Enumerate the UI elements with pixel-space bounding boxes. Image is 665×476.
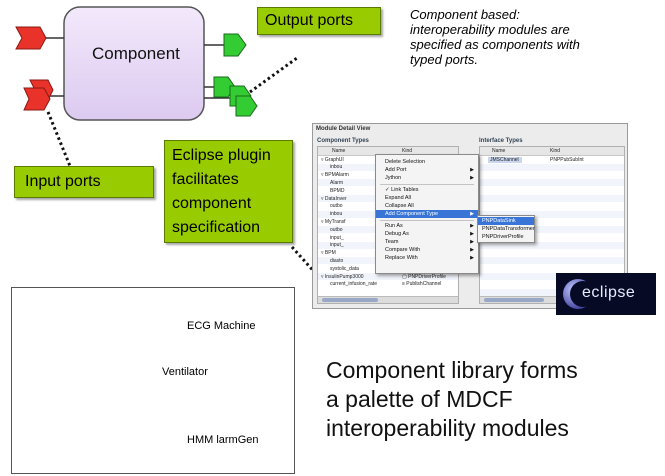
context-menu-item-label: Add Port xyxy=(385,167,407,173)
interface-types-header: Interface Types xyxy=(479,138,523,144)
summary-line: Component library forms xyxy=(326,357,578,383)
input-ports-label: Input ports xyxy=(25,173,101,190)
library-item-label: HMM larmGen xyxy=(187,434,259,446)
table-row-name[interactable]: ▿ GraphUI xyxy=(321,156,344,163)
library-item-label: ECG Machine xyxy=(187,320,256,332)
table-row-name[interactable]: diasto xyxy=(330,257,344,264)
input-port-icon xyxy=(15,26,47,50)
table-row-name[interactable]: outbo xyxy=(330,226,343,233)
context-menu-item-label: Jython xyxy=(385,175,402,181)
interface-row-name[interactable]: JMSChannel xyxy=(490,157,519,163)
output-ports-callout: Output ports xyxy=(257,7,381,35)
table-row-name[interactable]: systolic_data xyxy=(330,265,359,272)
module-detail-view: Module Detail View Component Types Inter… xyxy=(312,123,628,309)
output-port-icon xyxy=(235,95,258,117)
callout-line: facilitates xyxy=(172,171,239,188)
context-menu-item-label: Debug As xyxy=(385,231,409,237)
eclipse-plugin-callout: Eclipse plugin facilitates component spe… xyxy=(164,140,293,243)
eclipse-logo-icon xyxy=(563,279,596,309)
component-label: Component xyxy=(92,44,180,63)
table-row-name[interactable]: BPMD xyxy=(330,187,345,194)
submenu-arrow-icon: ▶ xyxy=(470,175,474,181)
context-menu-item-label: Delete Selection xyxy=(385,159,426,165)
output-port-icon xyxy=(223,33,247,57)
context-menu-item[interactable]: Team ▶ xyxy=(376,238,478,246)
context-menu-item[interactable]: Collapse All xyxy=(376,202,478,210)
column-header-kind[interactable]: Kind xyxy=(402,148,413,154)
column-header-name[interactable]: Name xyxy=(332,148,346,154)
view-title: Module Detail View xyxy=(316,126,371,132)
submenu-arrow-icon: ▶ xyxy=(470,223,474,229)
submenu-arrow-icon: ▶ xyxy=(470,239,474,245)
interface-row-kind[interactable]: PNPPubSubInt xyxy=(550,157,584,163)
note-line: Component based: xyxy=(410,7,520,22)
summary-line: interoperability modules xyxy=(326,415,569,441)
context-menu-item[interactable]: Replace With ▶ xyxy=(376,254,478,262)
library-item-label: Ventilator xyxy=(162,366,208,378)
table-row-name[interactable]: inbou xyxy=(330,211,343,218)
table-row-name[interactable]: outbo xyxy=(330,203,343,210)
context-menu-item[interactable]: Compare With ▶ xyxy=(376,246,478,254)
output-ports-label: Output ports xyxy=(265,12,354,29)
table-row-name[interactable]: ▿ MyTransf xyxy=(321,218,346,225)
column-header-name[interactable]: Name xyxy=(492,148,506,154)
horizontal-scrollbar[interactable] xyxy=(484,298,544,302)
context-menu-item[interactable]: Delete Selection xyxy=(376,158,478,166)
context-menu-item[interactable]: Run As ▶ xyxy=(376,222,478,230)
context-menu-item[interactable]: Expand All xyxy=(376,194,478,202)
horizontal-scrollbar[interactable] xyxy=(322,298,378,302)
context-menu-item-label: Run As xyxy=(385,223,403,229)
eclipse-logo-text: eclipse xyxy=(582,284,636,301)
context-menu-item-label: Expand All xyxy=(385,195,411,201)
callout-line: component xyxy=(172,195,252,212)
context-menu-item[interactable]: Add Component Type ▶ xyxy=(376,210,478,218)
note-line: typed ports. xyxy=(410,52,478,67)
column-header-kind[interactable]: Kind xyxy=(550,148,561,154)
context-menu-item-label: Replace With xyxy=(385,255,418,261)
submenu-arrow-icon: ▶ xyxy=(470,247,474,253)
context-menu-item-label: Team xyxy=(385,239,399,245)
submenu-arrow-icon: ▶ xyxy=(470,231,474,237)
table-row-name[interactable]: inbou xyxy=(330,164,343,171)
context-menu-item[interactable]: Add Port ▶ xyxy=(376,166,478,174)
submenu-arrow-icon: ▶ xyxy=(470,255,474,261)
summary-text: Component library forms a palette of MDC… xyxy=(326,356,578,443)
context-menu-item[interactable]: ✓ Link Tables xyxy=(376,186,478,194)
component-box xyxy=(63,6,205,121)
component-types-header: Component Types xyxy=(317,138,369,144)
table-row-name[interactable]: ▿ BPM xyxy=(321,250,336,257)
eclipse-logo: eclipse xyxy=(556,273,656,315)
note-line: interoperability modules are xyxy=(410,22,570,37)
input-port-icon xyxy=(23,87,51,111)
input-ports-callout: Input ports xyxy=(14,166,154,198)
submenu-item[interactable]: PNPDriverProfile xyxy=(482,234,524,240)
table-row-name[interactable]: input_ xyxy=(330,242,344,249)
context-menu-item-label: Compare With xyxy=(385,247,421,253)
table-row-kind[interactable]: ▢ PNPDriverProfile xyxy=(402,273,446,280)
summary-line: a palette of MDCF xyxy=(326,386,513,412)
table-row-name[interactable]: ▿ BPMAlarm xyxy=(321,172,349,179)
note-line: specified as components with xyxy=(410,37,580,52)
table-row-name[interactable]: ▿ DataInver xyxy=(321,195,347,202)
context-menu-item-label: Add Component Type xyxy=(385,211,439,217)
submenu-item[interactable]: PNPDataSink xyxy=(478,217,534,225)
context-menu-item-label: ✓ Link Tables xyxy=(385,187,419,193)
callout-line: Eclipse plugin xyxy=(172,147,271,164)
submenu-arrow-icon: ▶ xyxy=(470,167,474,173)
table-row-name[interactable]: current_infusion_rate xyxy=(330,281,377,288)
table-row-kind[interactable]: ≡ PublishChannel xyxy=(402,281,442,288)
description-note: Component based: interoperability module… xyxy=(410,7,580,67)
submenu-item[interactable]: PNPDataTransformer xyxy=(482,226,535,232)
table-row-name[interactable]: Alarm xyxy=(330,179,344,186)
submenu-arrow-icon: ▶ xyxy=(470,211,474,217)
table-row-name[interactable]: ▿ InsulinPump3000 xyxy=(321,273,364,280)
component-library-palette xyxy=(11,287,295,474)
callout-line: specification xyxy=(172,219,261,236)
context-menu-item[interactable]: Debug As ▶ xyxy=(376,230,478,238)
context-menu-item-label: Collapse All xyxy=(385,203,414,209)
context-menu-item[interactable]: Jython ▶ xyxy=(376,174,478,182)
table-row-name[interactable]: input_ xyxy=(330,234,344,241)
